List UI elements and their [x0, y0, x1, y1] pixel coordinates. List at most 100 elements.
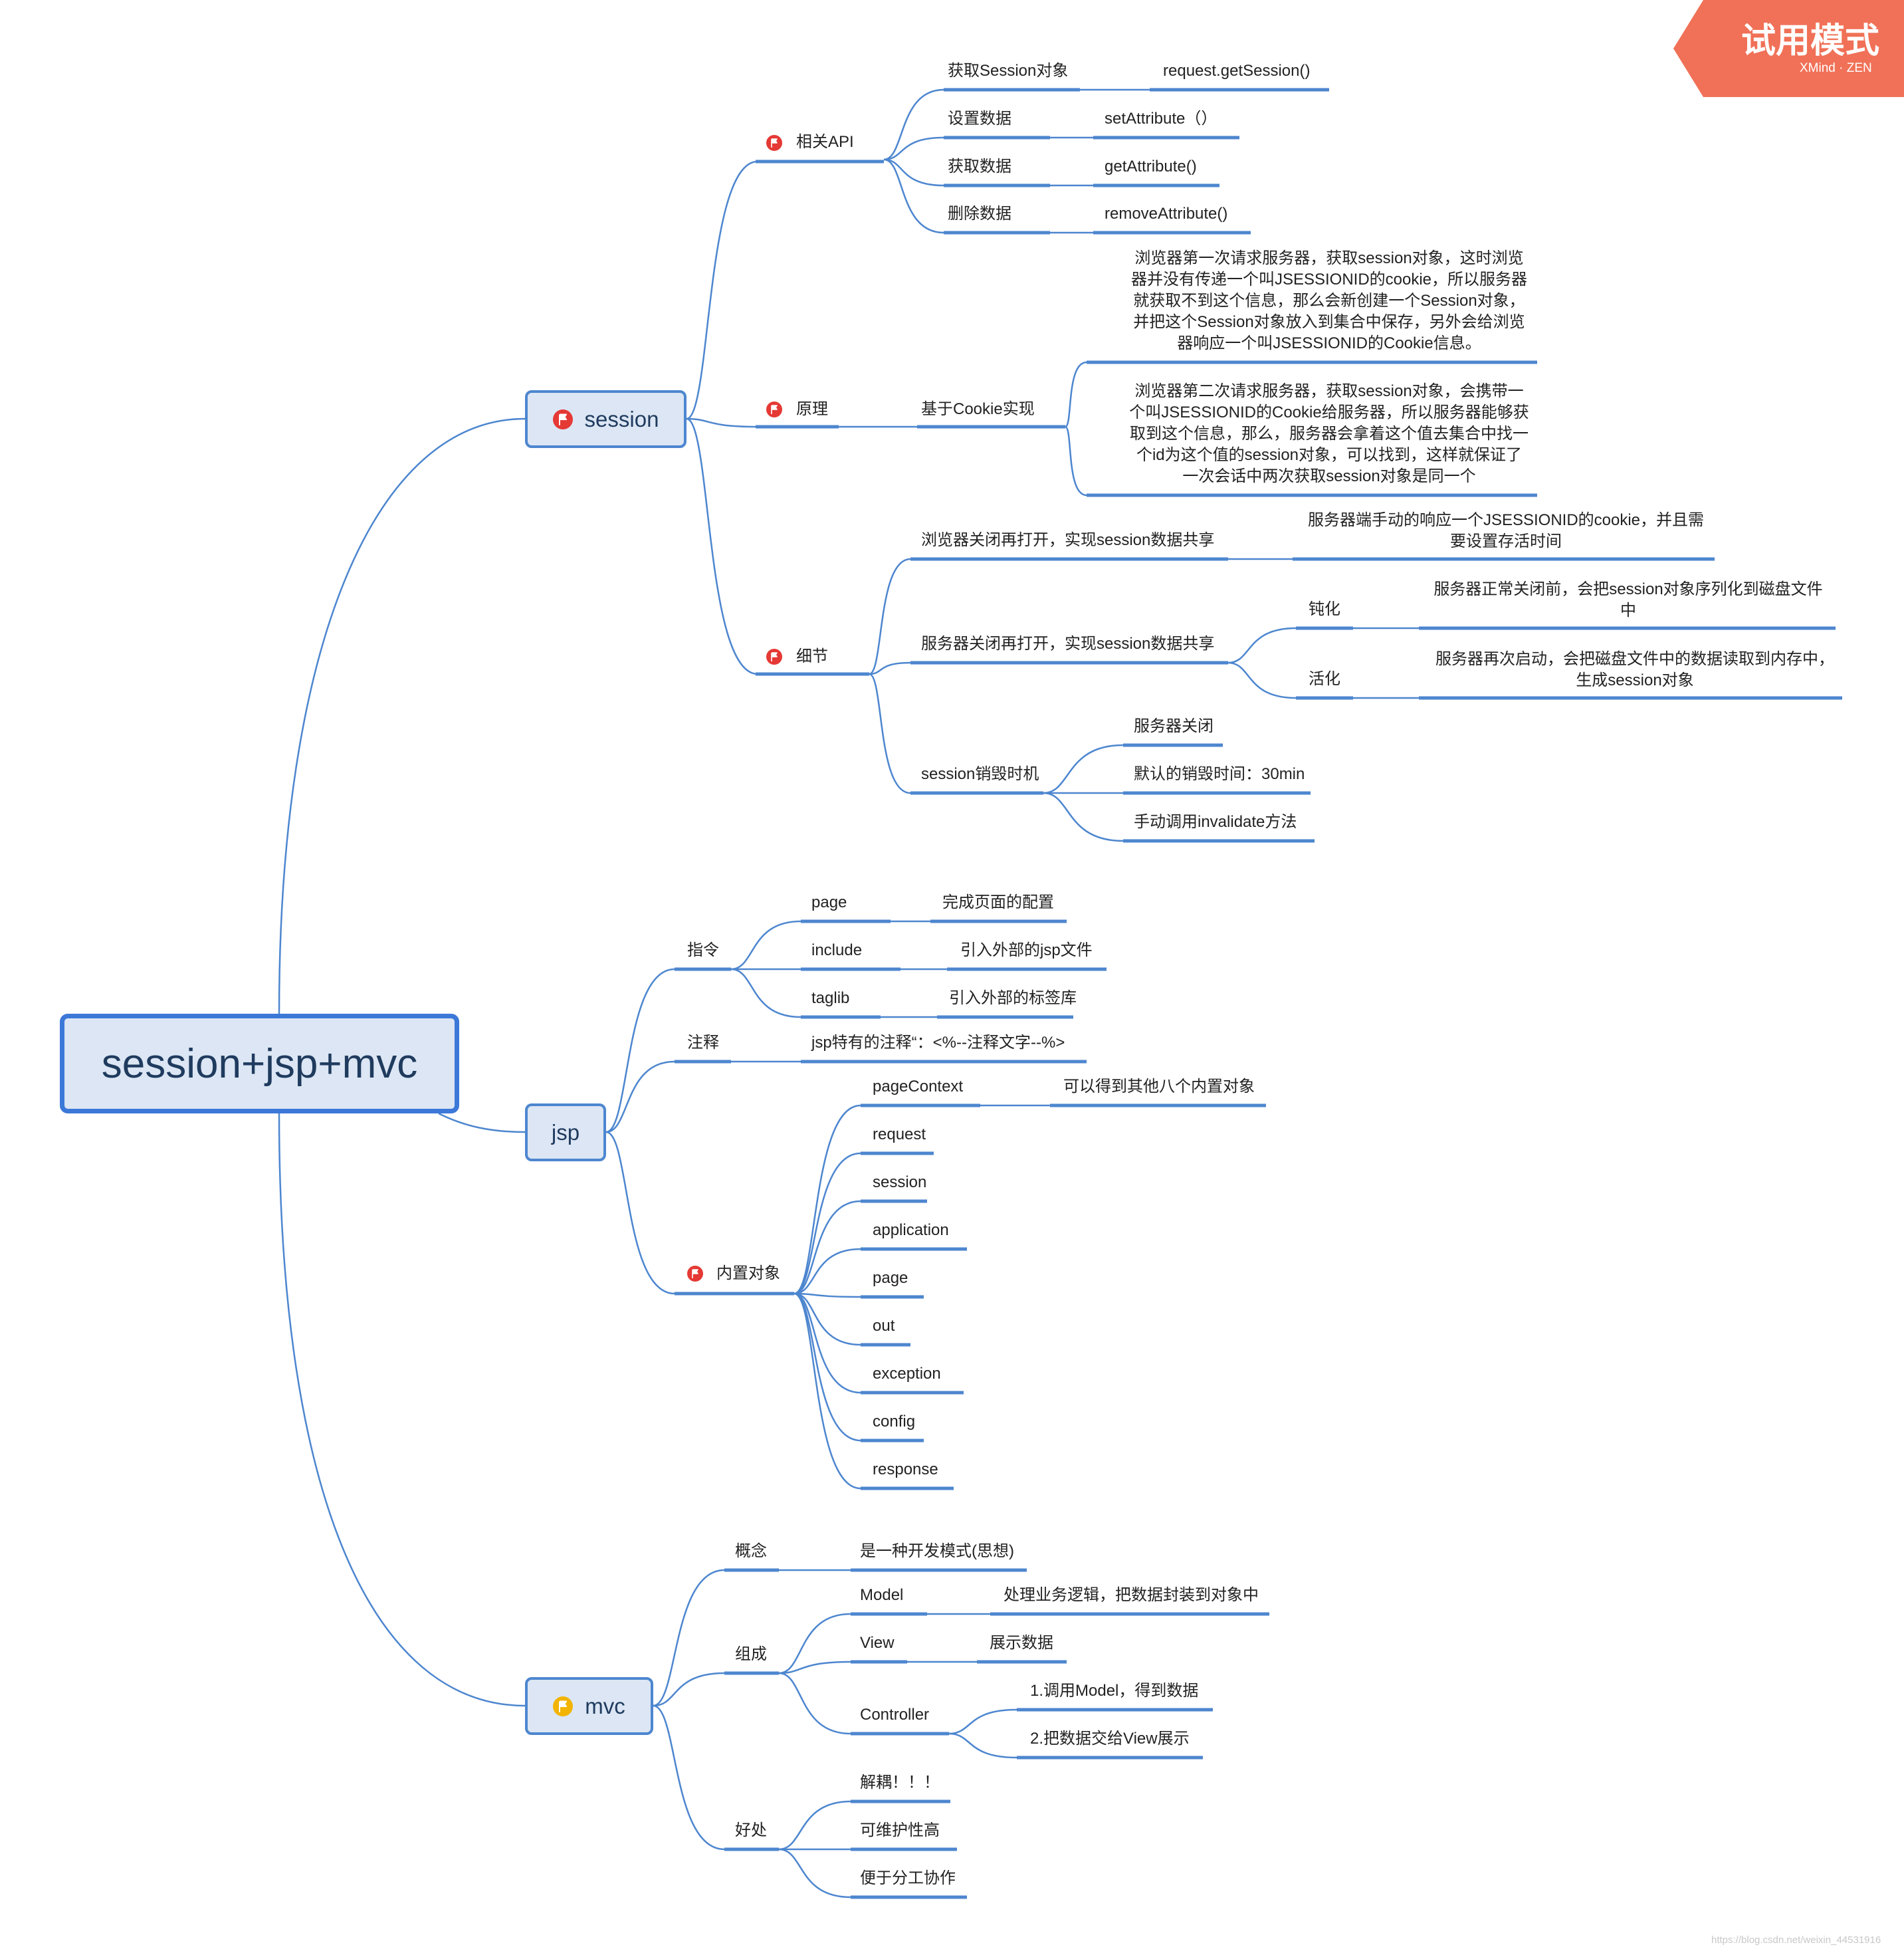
- connector-curve: [278, 1113, 526, 1707]
- connector-curve: [793, 1104, 861, 1295]
- connector-curve: [948, 1708, 1017, 1735]
- connector-curve: [793, 1292, 861, 1394]
- connector-curve: [778, 1613, 851, 1674]
- connector-curve: [869, 558, 911, 675]
- directive-value[interactable]: 引入外部的jsp文件: [960, 941, 1093, 959]
- topic-activate[interactable]: 活化: [1309, 670, 1340, 688]
- branch-jsp[interactable]: jsp: [525, 1103, 606, 1161]
- topic-browser-reopen[interactable]: 浏览器关闭再打开，实现session数据共享: [921, 531, 1215, 549]
- topic-comment[interactable]: 注释: [687, 1034, 719, 1052]
- connector-curve: [653, 1672, 725, 1707]
- note-second-request: 浏览器第二次请求服务器，获取session对象，会携带一 个叫JSESSIONI…: [1129, 382, 1529, 485]
- red-flag-icon: [552, 409, 573, 429]
- api-name[interactable]: 获取Session对象: [948, 62, 1069, 80]
- connector-curve: [605, 1131, 675, 1295]
- connector-curve: [869, 661, 911, 675]
- composition-view[interactable]: View: [860, 1634, 895, 1652]
- topic-concept[interactable]: 概念: [735, 1542, 767, 1560]
- trial-mode-label: 试用模式: [1741, 22, 1880, 60]
- topic-benefit[interactable]: 好处: [735, 1821, 767, 1839]
- api-value[interactable]: request.getSession(): [1163, 62, 1311, 80]
- builtin-item[interactable]: out: [873, 1317, 895, 1335]
- branch-jsp-label: jsp: [551, 1119, 580, 1145]
- directive-name[interactable]: taglib: [811, 989, 850, 1007]
- builtin-item[interactable]: response: [873, 1460, 938, 1478]
- source-url: https://blog.csdn.net/weixin_44531916: [1711, 1934, 1881, 1946]
- comment-value[interactable]: jsp特有的注释“：<%--注释文字--%>: [811, 1034, 1065, 1052]
- destroy-item[interactable]: 手动调用invalidate方法: [1134, 813, 1297, 831]
- connector-curve: [793, 1200, 861, 1295]
- builtin-item[interactable]: pageContext: [873, 1078, 964, 1095]
- topic-session-api[interactable]: 相关API: [796, 133, 854, 151]
- connector-curve: [778, 1848, 851, 1898]
- branch-mvc-label: mvc: [585, 1693, 625, 1718]
- composition-controller[interactable]: Controller: [860, 1706, 930, 1724]
- benefit-item[interactable]: 解耦！！！: [860, 1774, 940, 1791]
- builtin-item-note[interactable]: 可以得到其他八个内置对象: [1063, 1078, 1255, 1095]
- red-flag-icon: [766, 135, 782, 151]
- composition-view-value[interactable]: 展示数据: [990, 1634, 1053, 1652]
- connector-curve: [653, 1704, 725, 1851]
- red-flag-icon: [766, 402, 782, 417]
- topic-composition[interactable]: 组成: [735, 1645, 767, 1663]
- controller-value[interactable]: 2.把数据交给View展示: [1030, 1730, 1190, 1748]
- builtin-item[interactable]: exception: [873, 1365, 941, 1383]
- branch-session[interactable]: session: [525, 390, 687, 448]
- connector-curve: [778, 1800, 851, 1851]
- composition-model[interactable]: Model: [860, 1586, 904, 1604]
- directive-name[interactable]: page: [811, 893, 847, 911]
- builtin-item[interactable]: page: [873, 1269, 908, 1287]
- benefit-item[interactable]: 可维护性高: [860, 1821, 940, 1839]
- connector-curve: [883, 158, 944, 187]
- root-topic-label: session+jsp+mvc: [101, 1040, 418, 1087]
- topic-builtin-objects[interactable]: 内置对象: [716, 1264, 780, 1282]
- controller-value[interactable]: 1.调用Model，得到数据: [1030, 1682, 1199, 1700]
- builtin-item[interactable]: session: [873, 1173, 927, 1191]
- topic-server-reopen[interactable]: 服务器关闭再打开，实现session数据共享: [921, 635, 1215, 653]
- directive-value[interactable]: 引入外部的标签库: [949, 989, 1077, 1007]
- api-value[interactable]: setAttribute（）: [1105, 110, 1217, 128]
- api-name[interactable]: 删除数据: [948, 205, 1011, 223]
- connector-curve: [1064, 361, 1087, 428]
- red-flag-icon: [766, 649, 782, 665]
- connector-curve: [778, 1661, 851, 1674]
- directive-value[interactable]: 完成页面的配置: [942, 893, 1054, 911]
- directive-name[interactable]: include: [811, 941, 863, 959]
- connector-curve: [883, 136, 944, 161]
- connector-curve: [730, 920, 801, 971]
- topic-cookie-based[interactable]: 基于Cookie实现: [921, 400, 1035, 418]
- destroy-item[interactable]: 默认的销毁时间：30min: [1134, 765, 1305, 783]
- note-activate: 服务器再次启动，会把磁盘文件中的数据读取到内存中， 生成session对象: [1435, 650, 1834, 689]
- connector-curve: [793, 1292, 861, 1490]
- connector-curve: [1227, 661, 1297, 699]
- api-name[interactable]: 获取数据: [948, 158, 1011, 175]
- red-flag-icon: [687, 1266, 703, 1282]
- connector-curve: [793, 1292, 861, 1346]
- api-value[interactable]: getAttribute(): [1105, 158, 1197, 175]
- builtin-item[interactable]: application: [873, 1221, 949, 1239]
- api-name[interactable]: 设置数据: [948, 110, 1011, 128]
- destroy-item[interactable]: 服务器关闭: [1134, 717, 1214, 735]
- topic-destroy[interactable]: session销毁时机: [921, 765, 1039, 783]
- concept-value[interactable]: 是一种开发模式(思想): [860, 1542, 1014, 1560]
- connector-curve: [869, 673, 911, 794]
- api-value[interactable]: removeAttribute(): [1105, 205, 1228, 223]
- topic-principle[interactable]: 原理: [796, 400, 828, 418]
- connector-curve: [793, 1292, 861, 1298]
- connector-curve: [793, 1292, 861, 1442]
- topic-detail[interactable]: 细节: [796, 647, 828, 665]
- branch-mvc[interactable]: mvc: [525, 1677, 653, 1735]
- connector-curve: [883, 158, 944, 234]
- connector-curve: [778, 1672, 851, 1735]
- builtin-item[interactable]: config: [873, 1413, 916, 1431]
- note-first-request: 浏览器第一次请求服务器，获取session对象，这时浏览 器并没有传递一个叫JS…: [1130, 249, 1528, 352]
- topic-passivate[interactable]: 钝化: [1309, 600, 1340, 618]
- composition-model-value[interactable]: 处理业务逻辑，把数据封装到对象中: [1004, 1586, 1259, 1604]
- connector-curve: [793, 1152, 861, 1295]
- root-topic[interactable]: session+jsp+mvc: [60, 1014, 459, 1113]
- builtin-item[interactable]: request: [873, 1125, 926, 1143]
- benefit-item[interactable]: 便于分工协作: [860, 1869, 956, 1887]
- topic-directive[interactable]: 指令: [687, 941, 719, 959]
- connector-curve: [605, 968, 675, 1133]
